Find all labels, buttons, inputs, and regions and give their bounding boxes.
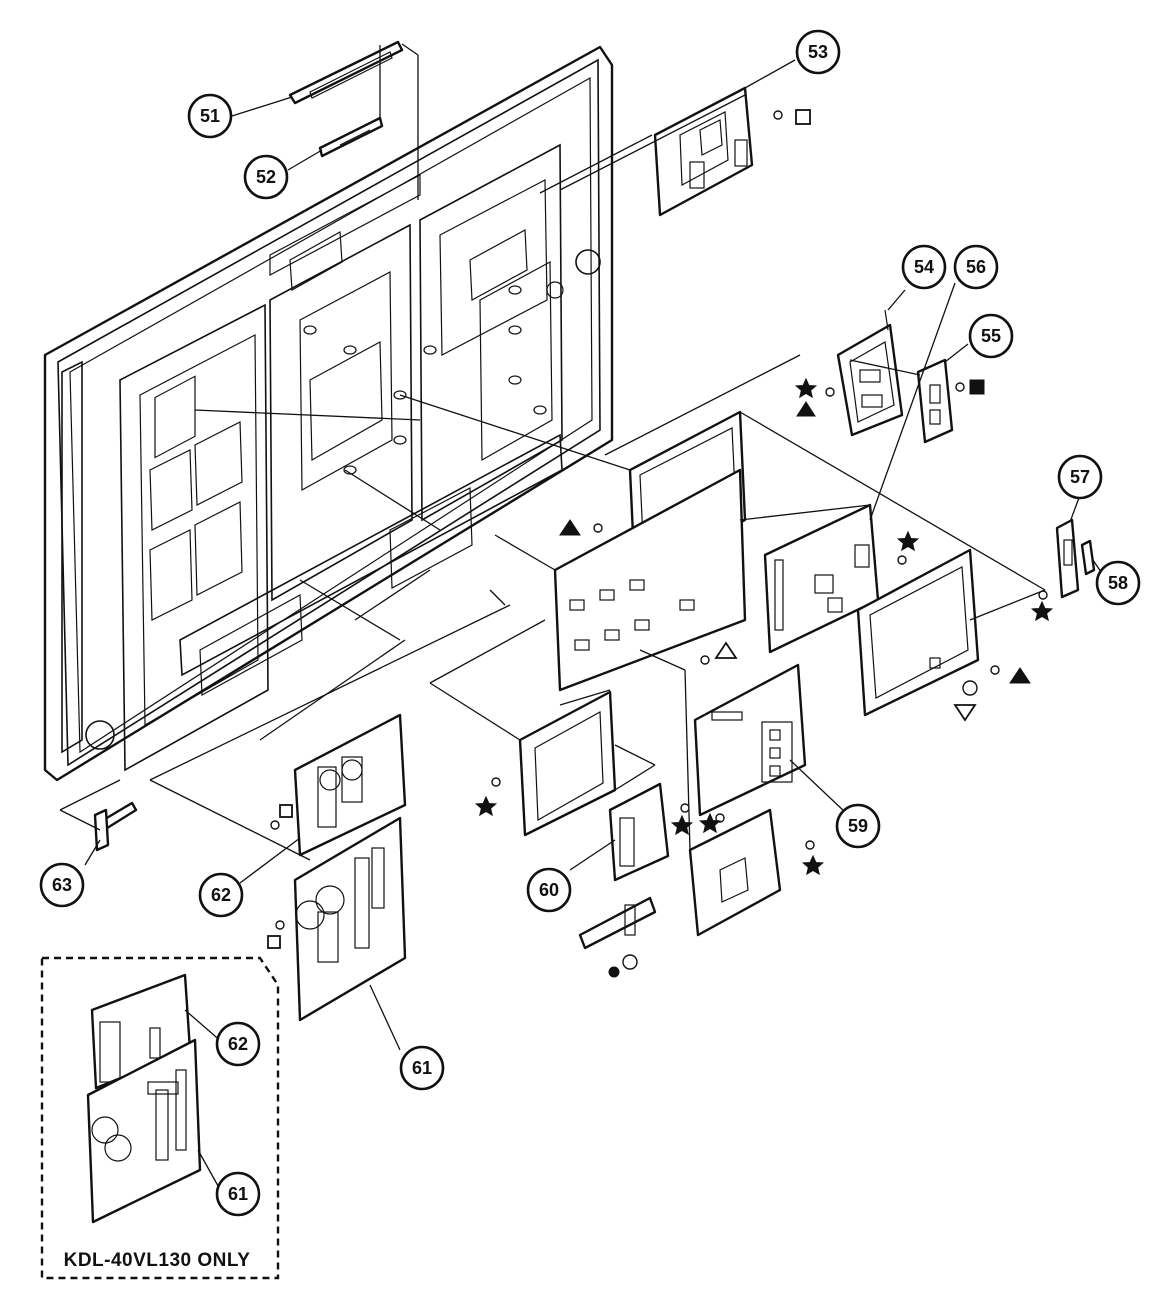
shield-plate-lower bbox=[688, 808, 782, 937]
open-square-symbol bbox=[795, 109, 811, 125]
mounting-plate-center bbox=[553, 468, 747, 692]
svg-text:62: 62 bbox=[211, 885, 231, 905]
callout-52: 52 bbox=[243, 154, 289, 200]
shield-cover-right bbox=[856, 548, 980, 717]
callout-62: 62 bbox=[198, 872, 244, 918]
filled-triangle-symbol bbox=[796, 401, 816, 417]
callout-51: 51 bbox=[187, 93, 233, 139]
part-54-bracket bbox=[836, 309, 904, 437]
part-51-top-cover bbox=[288, 40, 404, 105]
callout-62-variant: 62 bbox=[215, 1021, 261, 1067]
filled-circle-symbol bbox=[608, 966, 620, 978]
part-57-terminal-bracket bbox=[1055, 518, 1080, 599]
open-triangle-symbol bbox=[714, 641, 738, 659]
part-62-power-board bbox=[293, 713, 407, 857]
part-59-circuit-board bbox=[693, 663, 807, 817]
part-58-insulator bbox=[1080, 539, 1096, 576]
filled-square-symbol bbox=[969, 379, 985, 395]
part-60-small-board bbox=[578, 782, 670, 950]
assembly-guide-lines bbox=[59, 43, 1104, 1194]
callout-63: 63 bbox=[39, 862, 85, 908]
svg-text:63: 63 bbox=[52, 875, 72, 895]
callout-55: 55 bbox=[968, 313, 1014, 359]
svg-text:55: 55 bbox=[981, 326, 1001, 346]
svg-text:60: 60 bbox=[539, 880, 559, 900]
part-53-circuit-board bbox=[653, 86, 754, 217]
star-symbol bbox=[1031, 601, 1053, 621]
shield-box-lower bbox=[518, 689, 617, 837]
open-triangle-symbol bbox=[953, 704, 977, 722]
callout-54: 54 bbox=[901, 244, 947, 290]
callout-60: 60 bbox=[526, 867, 572, 913]
star-symbol bbox=[802, 855, 824, 875]
filled-triangle-symbol bbox=[1009, 667, 1031, 684]
svg-text:59: 59 bbox=[848, 816, 868, 836]
svg-text:53: 53 bbox=[808, 42, 828, 62]
part-61-power-board bbox=[293, 816, 407, 1022]
filled-triangle-symbol bbox=[559, 519, 581, 536]
screw-type-symbols bbox=[267, 109, 1053, 978]
svg-text:61: 61 bbox=[228, 1184, 248, 1204]
svg-text:62: 62 bbox=[228, 1034, 248, 1054]
callout-59: 59 bbox=[835, 803, 881, 849]
model-note: KDL-40VL130 ONLY bbox=[64, 1250, 251, 1271]
svg-text:51: 51 bbox=[200, 106, 220, 126]
svg-text:56: 56 bbox=[966, 257, 986, 277]
svg-text:57: 57 bbox=[1070, 467, 1090, 487]
callout-56: 56 bbox=[953, 244, 999, 290]
callout-61: 61 bbox=[399, 1045, 445, 1091]
callout-61-variant: 61 bbox=[215, 1171, 261, 1217]
callout-58: 58 bbox=[1095, 560, 1141, 606]
star-symbol bbox=[475, 796, 497, 816]
open-square-symbol bbox=[279, 804, 293, 818]
rear-chassis-frame bbox=[43, 45, 614, 782]
svg-text:52: 52 bbox=[256, 167, 276, 187]
star-symbol bbox=[897, 531, 919, 551]
part-55-small-board bbox=[916, 358, 954, 444]
part-63-switch-bracket bbox=[93, 801, 138, 852]
callout-53: 53 bbox=[795, 29, 841, 75]
svg-text:54: 54 bbox=[914, 257, 934, 277]
open-square-symbol bbox=[267, 935, 281, 949]
part-52-top-bracket bbox=[318, 116, 384, 158]
svg-text:61: 61 bbox=[412, 1058, 432, 1078]
screws bbox=[270, 110, 1048, 970]
svg-text:58: 58 bbox=[1108, 573, 1128, 593]
callout-57: 57 bbox=[1057, 454, 1103, 500]
star-symbol bbox=[795, 378, 817, 398]
variant-box-kdl40vl130 bbox=[40, 956, 280, 1280]
